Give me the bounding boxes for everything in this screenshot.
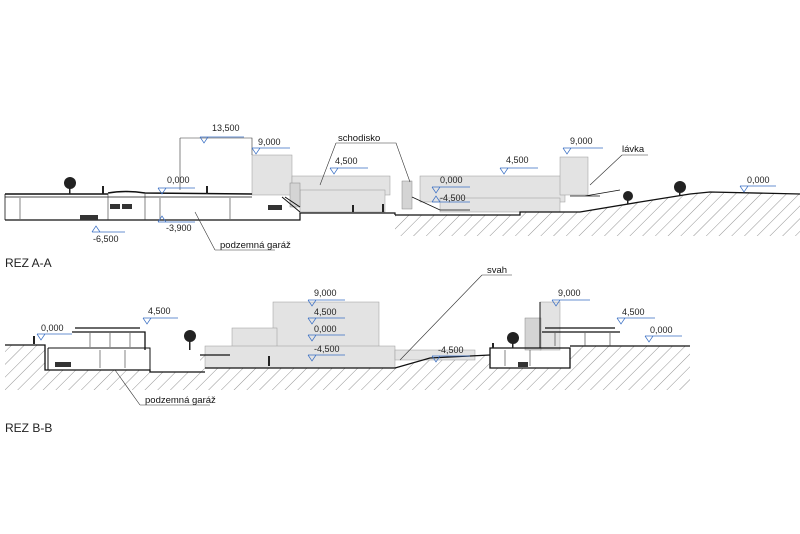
person-icon	[102, 186, 384, 212]
level-a-1: 13,500	[212, 123, 240, 133]
building-a6	[559, 156, 589, 196]
car-icon-b1	[55, 362, 71, 367]
level-a-6: 9,000	[570, 136, 593, 146]
building-a3	[299, 189, 386, 213]
tower-a2	[289, 182, 301, 208]
car-icon-4	[268, 205, 282, 210]
car-icon-b2	[518, 362, 528, 367]
level-b-6: -4,500	[314, 344, 340, 354]
ground-hatch-b	[5, 345, 690, 390]
building-a5	[439, 197, 561, 213]
level-b-3: 9,000	[314, 288, 337, 298]
level-b-4: 4,500	[314, 307, 337, 317]
section-b: 0,000 4,500 9,000 4,500 0,000 -4,500 -4,…	[5, 265, 690, 435]
building-b4	[539, 301, 561, 351]
level-a-5: 4,500	[506, 155, 529, 165]
car-icon	[80, 215, 98, 220]
level-a-8: -4,500	[440, 193, 466, 203]
building-b1	[272, 301, 380, 355]
level-a-4: 4,500	[335, 156, 358, 166]
level-a-3: 0,000	[167, 175, 190, 185]
label-slope: svah	[487, 265, 507, 276]
building-a1	[251, 154, 293, 196]
section-b-title: REZ B-B	[5, 421, 52, 435]
level-a-11: -3,900	[166, 223, 192, 233]
building-a4	[419, 175, 566, 203]
level-b-1: 0,000	[41, 323, 64, 333]
level-b-7: -4,500	[438, 345, 464, 355]
level-b-10: 0,000	[650, 325, 673, 335]
car-icon-3	[122, 204, 132, 209]
level-b-8: 9,000	[558, 288, 581, 298]
level-a-10: -6,500	[93, 234, 119, 244]
level-marks-a: 13,500 9,000 0,000 4,500 4,500 9,000 0,0…	[91, 123, 776, 244]
level-a-2: 9,000	[258, 137, 281, 147]
label-stairs: schodisko	[338, 133, 380, 144]
tree-icon	[64, 177, 686, 204]
person-icon-b	[33, 336, 494, 366]
section-a: 13,500 9,000 0,000 4,500 4,500 9,000 0,0…	[4, 123, 800, 270]
label-garage-a: podzemná garáž	[220, 240, 291, 251]
building-b3	[204, 345, 396, 369]
level-b-9: 4,500	[622, 307, 645, 317]
section-a-title: REZ A-A	[5, 256, 52, 270]
label-garage-b: podzemná garáž	[145, 395, 216, 406]
deck-line-a	[5, 190, 253, 195]
ground-hatch-a	[395, 192, 800, 236]
terrain-line-a	[395, 191, 800, 216]
tree-icon-b	[184, 330, 519, 350]
level-marks-b: 0,000 4,500 9,000 4,500 0,000 -4,500 -4,…	[36, 288, 682, 363]
level-a-7: 0,000	[440, 175, 463, 185]
level-b-5: 0,000	[314, 324, 337, 334]
level-a-9: 0,000	[747, 175, 770, 185]
tower-a1	[401, 180, 413, 210]
tower-b1	[524, 317, 542, 351]
level-b-2: 4,500	[148, 306, 171, 316]
label-footbridge: lávka	[622, 144, 645, 155]
car-icon-2	[110, 204, 120, 209]
